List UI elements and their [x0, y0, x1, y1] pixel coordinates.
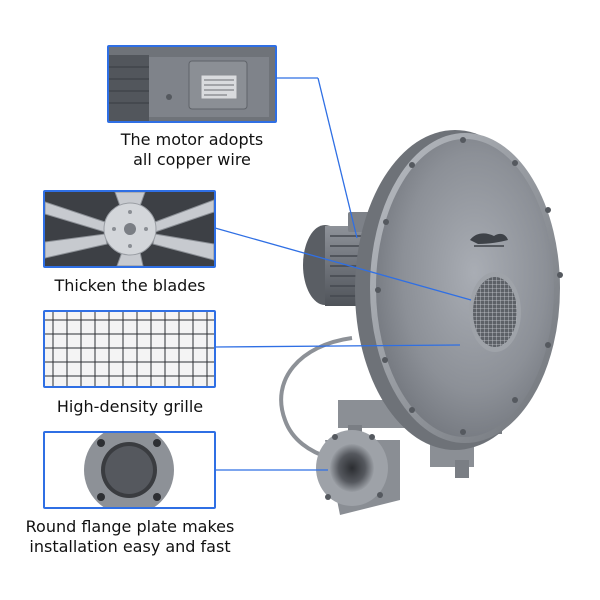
- motor-caption-line-2: all copper wire: [133, 150, 251, 169]
- motor-caption-line-1: The motor adopts: [120, 130, 264, 149]
- blades-callout-image: [43, 190, 216, 268]
- flange-caption: Round flange plate makes installation ea…: [10, 517, 250, 557]
- motor-closeup-icon: [109, 47, 275, 121]
- blades-caption: Thicken the blades: [30, 276, 230, 296]
- inlet-grille: [469, 272, 521, 352]
- motor-callout-image: [107, 45, 277, 123]
- flange-caption-line-1: Round flange plate makes: [25, 517, 235, 536]
- flange-callout-image: [43, 431, 216, 509]
- outlet-flange: [316, 430, 400, 515]
- leader-lines: [214, 77, 472, 471]
- flange-caption-line-2: installation easy and fast: [29, 537, 231, 556]
- round-flange-icon: [45, 433, 214, 507]
- brand-logo: [470, 233, 508, 247]
- impeller-blades-icon: [45, 192, 214, 266]
- power-cable: [279, 336, 353, 460]
- blades-caption-line-1: Thicken the blades: [54, 276, 206, 295]
- grille-callout-image: [43, 310, 216, 388]
- motor-caption: The motor adopts all copper wire: [92, 130, 292, 170]
- grille-caption: High-density grille: [30, 397, 230, 417]
- wire-grille-icon: [45, 312, 214, 386]
- grille-caption-line-1: High-density grille: [56, 397, 204, 416]
- blower-housing: [355, 130, 563, 450]
